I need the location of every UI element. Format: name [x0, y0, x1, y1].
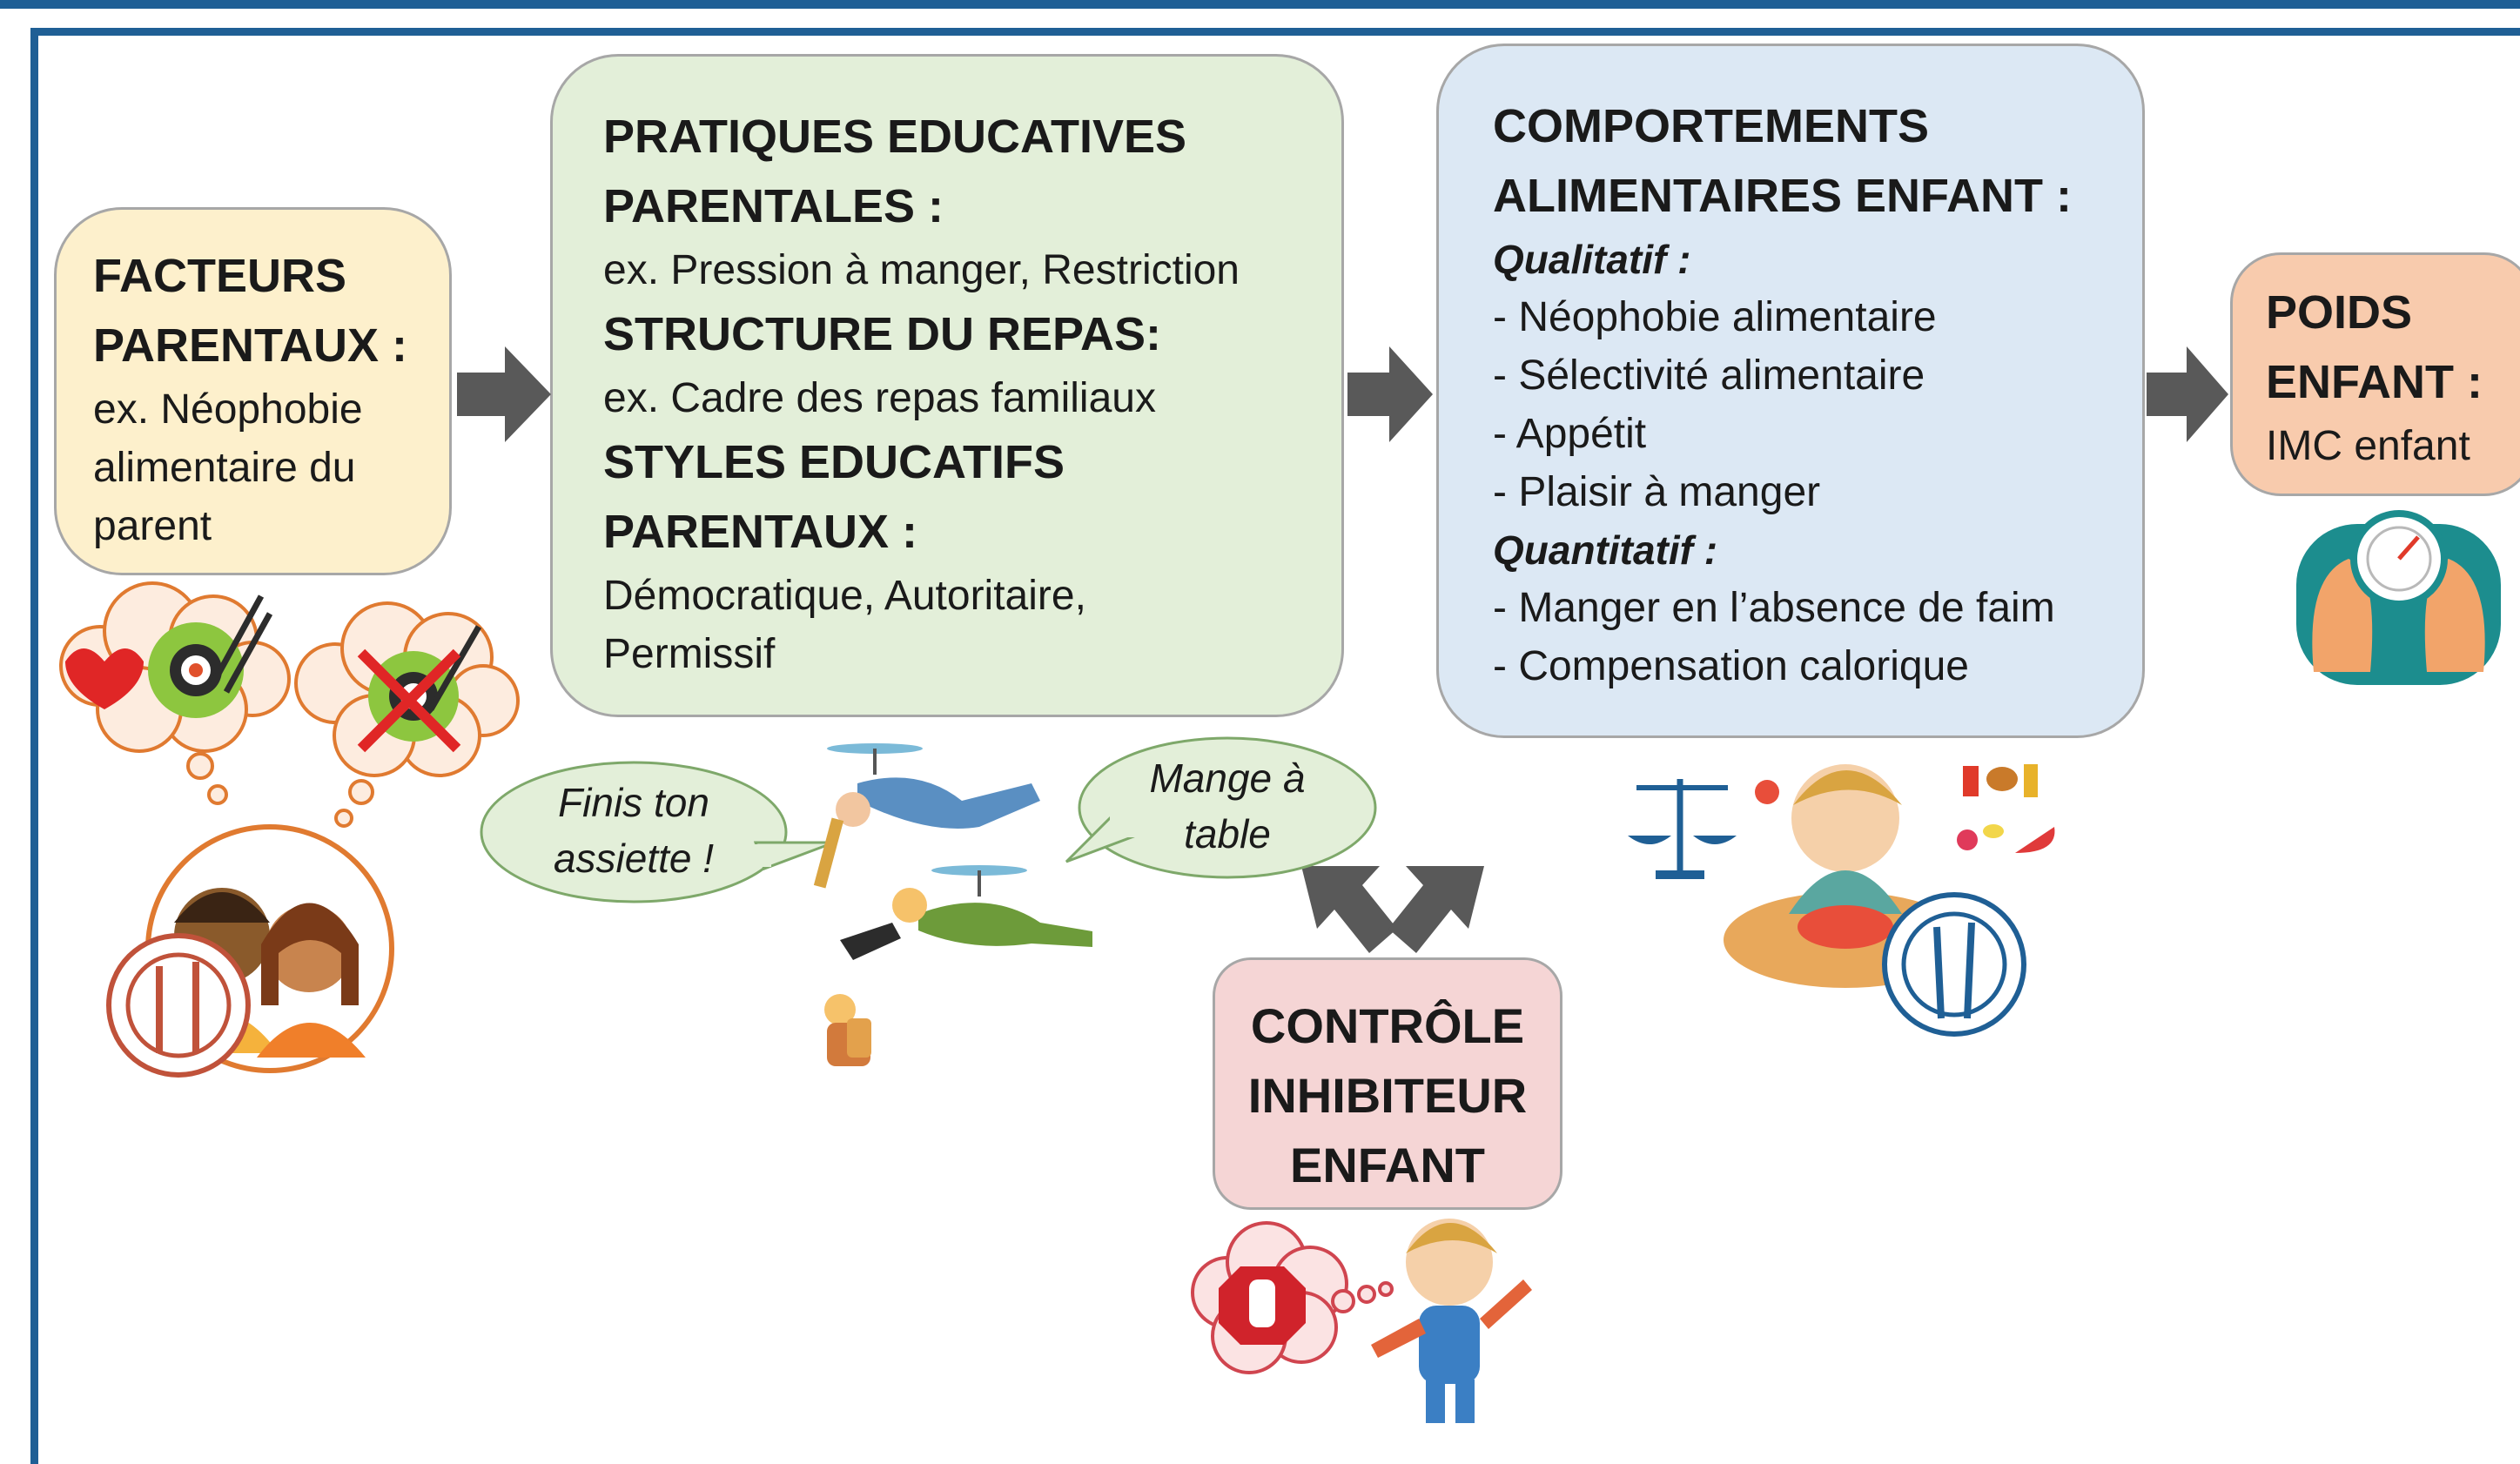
pratiques-educatives-box: PRATIQUES EDUCATIVES PARENTALES : ex. Pr…: [550, 54, 1344, 717]
quantitatif-item: - Manger en l’absence de faim: [1493, 585, 2055, 631]
arrow-right-icon: [457, 346, 551, 442]
bubble-finis-ton-assiette: Finis ton assiette !: [503, 775, 764, 886]
controle-inhibiteur-box: CONTRÔLE INHIBITEUR ENFANT: [1213, 957, 1562, 1210]
styles-educatifs-title-1: STYLES EDUCATIFS: [603, 436, 1065, 488]
qualitatif-item: - Appétit: [1493, 411, 1647, 457]
flying-parents-icon: [813, 743, 1092, 1066]
frame-top-border: [0, 0, 2520, 9]
pratiques-example-2: ex. Cadre des repas familiaux: [603, 375, 1156, 421]
arrow-right-icon: [1347, 346, 1433, 442]
facteurs-line-1: ex. Néophobie: [93, 386, 363, 433]
arrow-right-icon: [2147, 346, 2228, 442]
poids-title-2: ENFANT :: [2266, 356, 2483, 408]
facteurs-parentaux-box: FACTEURS PARENTAUX : ex. Néophobie alime…: [54, 207, 452, 575]
poids-line-1: IMC enfant: [2266, 423, 2470, 469]
bubble-text: Finis ton: [558, 780, 709, 825]
facteurs-line-2: alimentaire du: [93, 445, 356, 491]
controle-line-1: CONTRÔLE: [1250, 998, 1525, 1053]
bubble-text: table: [1184, 811, 1271, 856]
pratiques-title-1: PRATIQUES EDUCATIVES: [603, 111, 1187, 163]
child-eating-icon: [1628, 764, 2055, 1037]
bubble-mange-a-table: Mange à table: [1097, 750, 1358, 862]
comportements-title-2: ALIMENTAIRES ENFANT :: [1493, 170, 2072, 222]
qualitatif-item: - Plaisir à manger: [1493, 469, 1821, 515]
speech-bubble-icon: [480, 761, 835, 903]
controle-line-2: INHIBITEUR: [1247, 1068, 1528, 1123]
facteurs-title-1: FACTEURS: [93, 250, 347, 302]
poids-enfant-box: POIDS ENFANT : IMC enfant: [2230, 252, 2520, 496]
bubble-text: Mange à: [1149, 756, 1306, 801]
qualitatif-label: Qualitatif :: [1493, 237, 1691, 282]
pratiques-title-2: PARENTALES :: [603, 180, 944, 232]
facteurs-title-2: PARENTAUX :: [93, 319, 407, 372]
pratiques-example-3: Démocratique, Autoritaire,: [603, 573, 1086, 619]
diagram-frame: [30, 28, 2520, 1464]
parents-food-thoughts-icon: [59, 581, 520, 1078]
poids-title-1: POIDS: [2266, 286, 2413, 339]
quantitatif-item: - Compensation calorique: [1493, 643, 1969, 689]
bubble-text: assiette !: [553, 836, 715, 881]
child-thinking-icon: [1371, 1219, 1532, 1423]
qualitatif-item: - Sélectivité alimentaire: [1493, 353, 1925, 399]
stop-hand-thought-icon: [1191, 1221, 1394, 1374]
styles-educatifs-title-2: PARENTAUX :: [603, 506, 917, 558]
quantitatif-label: Quantitatif :: [1493, 527, 1718, 573]
controle-line-3: ENFANT: [1290, 1138, 1485, 1192]
arrow-up-right-icon: [1388, 866, 1484, 953]
comportements-alimentaires-box: COMPORTEMENTS ALIMENTAIRES ENFANT : Qual…: [1436, 44, 2145, 738]
structure-repas-title: STRUCTURE DU REPAS:: [603, 308, 1162, 360]
pratiques-example-1: ex. Pression à manger, Restriction: [603, 247, 1240, 293]
weight-scale-icon: [2296, 510, 2501, 685]
pratiques-example-4: Permissif: [603, 631, 776, 677]
comportements-title-1: COMPORTEMENTS: [1493, 100, 1930, 152]
qualitatif-item: - Néophobie alimentaire: [1493, 294, 1937, 340]
arrow-up-left-icon: [1301, 866, 1397, 953]
speech-bubble-icon: [1065, 736, 1377, 879]
facteurs-line-3: parent: [93, 503, 212, 549]
